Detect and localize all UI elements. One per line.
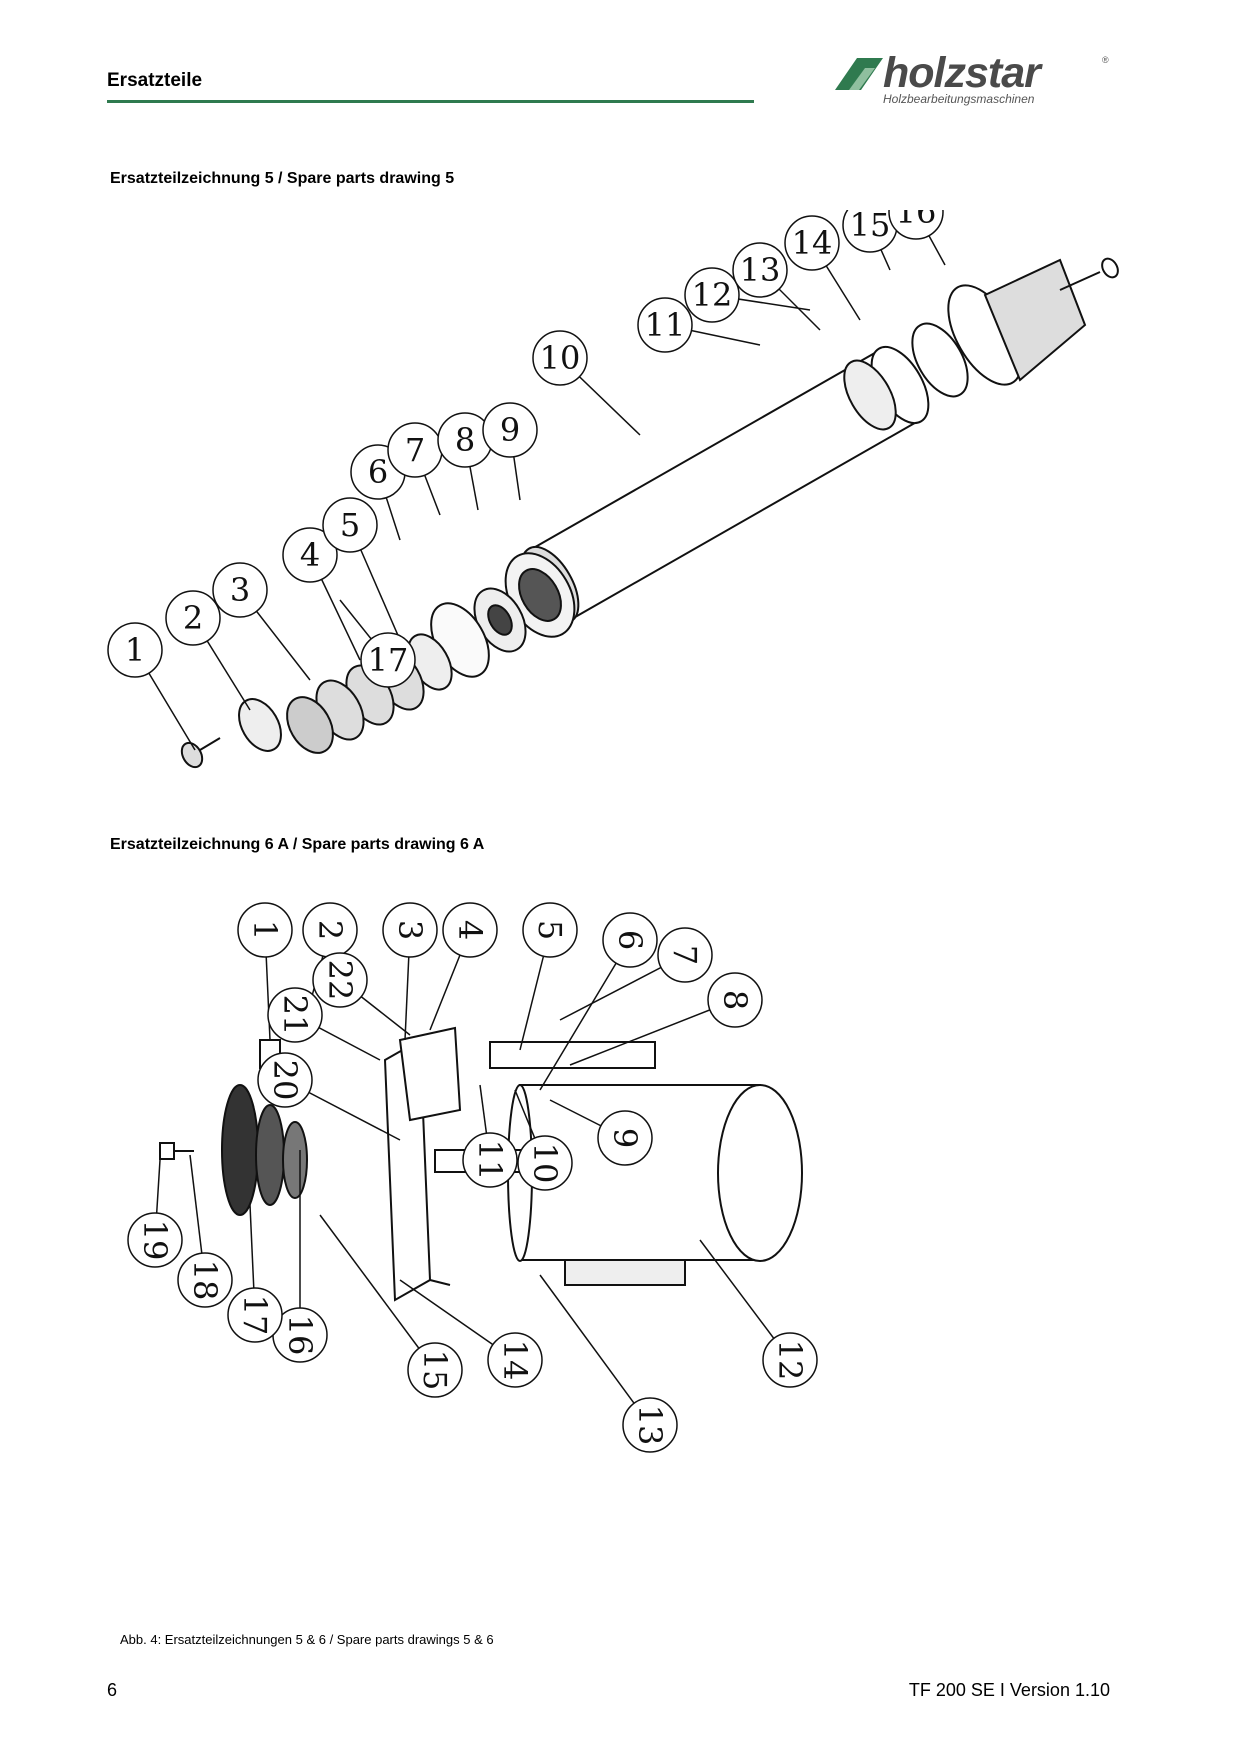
callout-label-13: 13 [740, 251, 781, 289]
callout-bubble [382, 902, 438, 958]
callout-bubble [212, 562, 268, 618]
callout-label-18: 18 [186, 1260, 224, 1301]
callout-label-12: 12 [771, 1340, 809, 1381]
callout-bubble [888, 210, 944, 240]
section-title: Ersatzteile [107, 70, 203, 91]
callout-label-19: 19 [136, 1220, 174, 1261]
callout-label-5: 5 [340, 506, 360, 544]
callout-bubble [622, 1397, 678, 1453]
drawing5-title: Ersatzteilzeichnung 5 / Spare parts draw… [110, 170, 455, 187]
callout-bubble [732, 242, 788, 298]
callout-bubble [267, 987, 323, 1043]
callout-bubble [257, 1052, 313, 1108]
callout-label-3: 3 [230, 571, 250, 609]
callout-bubble [784, 215, 840, 271]
callout-label-6: 6 [611, 930, 649, 950]
callout-bubble [107, 622, 163, 678]
callout-label-11: 11 [645, 306, 686, 344]
callout-bubble [487, 1332, 543, 1388]
callout-bubble [657, 927, 713, 983]
callout-label-3: 3 [391, 920, 429, 940]
callout-label-2: 2 [183, 599, 203, 637]
callout-label-7: 7 [666, 945, 704, 965]
callout-bubble [165, 590, 221, 646]
callout-bubble [322, 497, 378, 553]
page-number: 6 [107, 1680, 118, 1700]
callout-label-1: 1 [246, 920, 284, 940]
callout-label-8: 8 [716, 990, 754, 1010]
drawing6a-title: Ersatzteilzeichnung 6 A / Spare parts dr… [110, 836, 485, 853]
callout-bubble [532, 330, 588, 386]
callout-leader [539, 1274, 651, 1426]
callout-label-10: 10 [540, 339, 581, 377]
callout-bubble [602, 912, 658, 968]
callout-label-9: 9 [500, 411, 520, 449]
callout-label-14: 14 [496, 1340, 534, 1381]
callout-label-11: 11 [471, 1140, 509, 1181]
callout-label-4: 4 [451, 920, 489, 940]
callout-bubble [360, 632, 416, 688]
callout-label-15: 15 [850, 210, 891, 244]
callout-label-12: 12 [692, 276, 733, 314]
callout-bubble [522, 902, 578, 958]
callout-label-7: 7 [405, 431, 425, 469]
callout-label-9: 9 [606, 1128, 644, 1148]
logo-registered-mark: ® [1102, 55, 1109, 65]
callout-label-17: 17 [368, 641, 409, 679]
callout-label-15: 15 [416, 1350, 454, 1391]
callout-label-6: 6 [368, 453, 388, 491]
logo-wordmark: holzstar [883, 49, 1041, 97]
callout-bubble [442, 902, 498, 958]
callout-label-2: 2 [311, 920, 349, 940]
callout-bubble [282, 527, 338, 583]
callout-bubble [684, 267, 740, 323]
callout-bubble [177, 1252, 233, 1308]
callout-label-1: 1 [125, 631, 145, 669]
callout-bubble [517, 1135, 573, 1191]
callout-label-13: 13 [631, 1405, 669, 1446]
callout-label-5: 5 [531, 920, 569, 940]
callout-label-17: 17 [236, 1295, 274, 1336]
callout-label-10: 10 [526, 1143, 564, 1184]
callout-leader [319, 1214, 436, 1371]
callout-leader [569, 999, 736, 1066]
callout-bubble [637, 297, 693, 353]
callout-label-8: 8 [455, 421, 475, 459]
callout-label-14: 14 [792, 224, 833, 262]
callout-bubble [482, 402, 538, 458]
callout-bubble [127, 1212, 183, 1268]
callout-bubble [312, 952, 368, 1008]
callout-bubble [597, 1110, 653, 1166]
callout-bubble [227, 1287, 283, 1343]
callout-label-22: 22 [321, 960, 359, 1001]
callout-bubble [407, 1342, 463, 1398]
logo-subtitle: Holzbearbeitungsmaschinen [883, 92, 1035, 106]
callout-bubble [237, 902, 293, 958]
callout-bubble [762, 1332, 818, 1388]
header-rule [107, 100, 754, 103]
callout-label-16: 16 [896, 210, 937, 231]
holzstar-logo-icon [835, 58, 883, 90]
callout-bubble [707, 972, 763, 1028]
figure-caption: Abb. 4: Ersatzteilzeichnungen 5 & 6 / Sp… [120, 1632, 494, 1647]
callout-label-4: 4 [300, 536, 320, 574]
callout-label-20: 20 [266, 1060, 304, 1101]
callout-label-21: 21 [276, 995, 314, 1036]
callout-label-16: 16 [281, 1315, 319, 1356]
callout-leader [539, 939, 631, 1091]
document-version: TF 200 SE I Version 1.10 [908, 1680, 1110, 1700]
callout-bubble [462, 1132, 518, 1188]
